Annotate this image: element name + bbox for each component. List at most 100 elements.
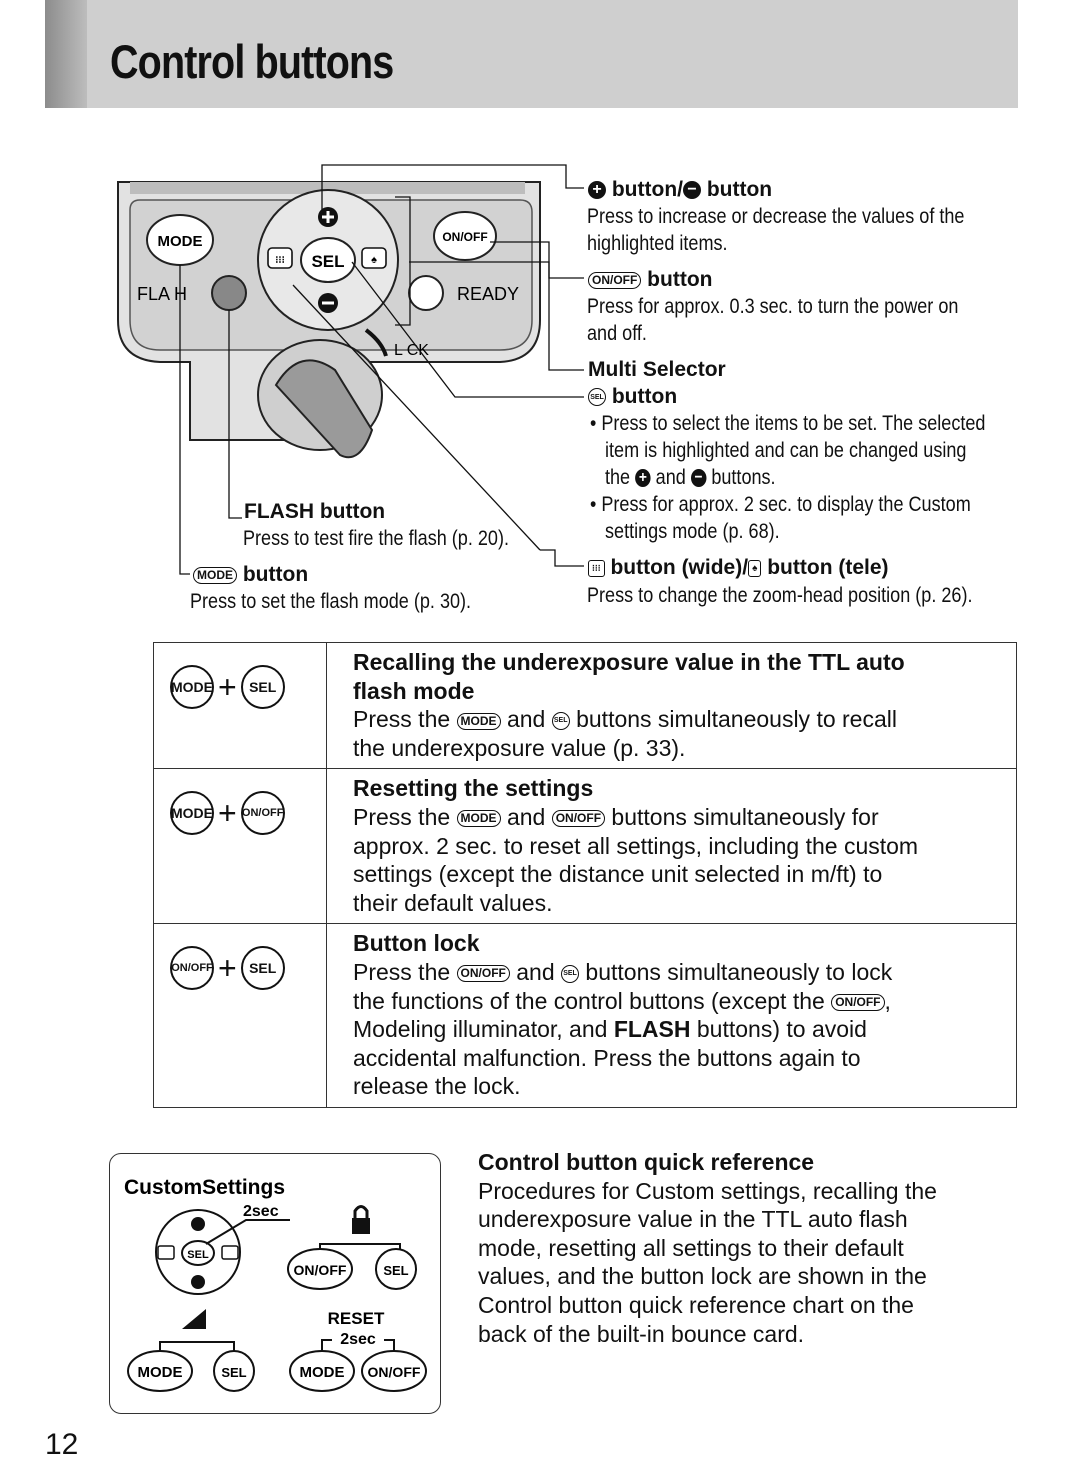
mode-pill-icon: MODE: [456, 712, 501, 730]
onoff-pill-icon: ON/OFF: [551, 810, 606, 828]
sel-circle-icon: SEL: [561, 964, 580, 983]
table-row: MODE + ON/OFF Resetting the settings Pre…: [153, 768, 1017, 925]
quick-reference-card: CustomSettings 2sec SEL ON/OFF SEL RESET…: [109, 1153, 441, 1414]
callout-plus-minus-desc-1: Press to increase or decrease the values…: [587, 205, 965, 228]
row-title: flash mode: [353, 677, 475, 704]
exposure-icon: [182, 1309, 206, 1329]
qr-onoff: ON/OFF: [294, 1262, 347, 1278]
header-band: [45, 0, 1018, 108]
callout-zoom-desc: Press to change the zoom-head position (…: [587, 584, 973, 607]
onoff-pill-icon: ON/OFF: [456, 965, 510, 983]
onoff-pill-icon: ON/OFF: [831, 993, 885, 1011]
mode-button-icon: MODE: [170, 791, 214, 836]
callout-sel-title: SEL button: [588, 385, 677, 409]
page-title: Control buttons: [110, 35, 394, 88]
button-combination-table: MODE + SEL Recalling the underexposure v…: [153, 641, 1017, 1108]
quick-reference-diagram: CustomSettings 2sec SEL ON/OFF SEL RESET…: [124, 1176, 427, 1392]
row-body-line: accidental malfunction. Press the button…: [353, 1044, 861, 1071]
sec-label: 2sec: [243, 1203, 279, 1220]
page-number: 12: [45, 1428, 79, 1461]
device-ready-label: READY: [457, 284, 519, 304]
row-body-line: approx. 2 sec. to reset all settings, in…: [353, 832, 919, 859]
quick-reference-line: underexposure value in the TTL auto flas…: [478, 1206, 908, 1233]
row-body-line: the underexposure value (p. 33).: [353, 734, 686, 761]
row-body-line: release the lock.: [353, 1073, 521, 1100]
row-body: Press the ON/OFF and SEL buttons simulta…: [353, 958, 893, 985]
svg-text:SEL: SEL: [187, 1249, 209, 1261]
row-title: Button lock: [353, 930, 480, 957]
lock-icon: [352, 1218, 370, 1234]
callout-sel-bullet1-2: item is highlighted and can be changed u…: [605, 439, 967, 462]
custom-settings-title: CustomSettings: [124, 1176, 285, 1199]
onoff-pill-icon: ON/OFF: [588, 271, 642, 289]
quick-reference-title: Control button quick reference: [478, 1149, 815, 1175]
mode-pill-icon: MODE: [456, 810, 501, 828]
callout-plus-minus-title: + button/− button: [588, 178, 772, 202]
quick-reference-line: Control button quick reference chart on …: [478, 1291, 914, 1318]
plus-icon: +: [635, 469, 651, 488]
device-onoff-label: ON/OFF: [442, 230, 487, 244]
quick-reference-line: back of the built-in bounce card.: [478, 1320, 805, 1347]
svg-text:⁝⁝⁝: ⁝⁝⁝: [275, 255, 285, 266]
callout-sel-bullet1-1: • Press to select the items to be set. T…: [590, 412, 986, 435]
zoom-tele-icon: ♠: [748, 559, 762, 577]
callout-flash-title: FLASH button: [244, 500, 386, 523]
mode-pill-icon: MODE: [193, 566, 237, 584]
callout-onoff-desc-1: Press for approx. 0.3 sec. to turn the p…: [587, 295, 959, 318]
device-flash-button: [211, 275, 247, 311]
row-body-line: Modeling illuminator, and FLASH buttons)…: [353, 1016, 867, 1043]
sel-circle-icon: SEL: [551, 712, 570, 731]
quick-reference-text: Control button quick reference Procedure…: [478, 1148, 1018, 1348]
sel-circle-icon: SEL: [588, 388, 606, 407]
callout-onoff-title: ON/OFF button: [588, 268, 712, 292]
row-body-line: their default values.: [353, 889, 553, 916]
row-body-line: the functions of the control buttons (ex…: [353, 987, 891, 1014]
device-mode-label: MODE: [158, 233, 203, 250]
qr-mode: MODE: [138, 1364, 183, 1381]
quick-reference-line: mode, resetting all settings to their de…: [478, 1234, 904, 1261]
device-sel-label: SEL: [311, 252, 344, 271]
callout-flash-desc: Press to test fire the flash (p. 20).: [243, 527, 510, 550]
row-title: Resetting the settings: [353, 775, 594, 802]
onoff-button-icon: ON/OFF: [240, 791, 285, 836]
combo-text-cell: Button lock Press the ON/OFF and SEL but…: [326, 923, 1017, 1108]
callout-sel-bullet2-2: settings mode (p. 68).: [605, 520, 780, 543]
sel-button-icon: SEL: [240, 946, 285, 991]
qr-sec2: 2sec: [340, 1331, 376, 1348]
qr-reset: RESET: [328, 1309, 385, 1328]
callout-mode-title: MODE button: [193, 563, 308, 587]
combo-text-cell: Recalling the underexposure value in the…: [326, 641, 1017, 770]
callout-sel-bullet1-3: the + and − buttons.: [605, 466, 776, 489]
callout-sel-bullet2-1: • Press for approx. 2 sec. to display th…: [590, 493, 971, 516]
sel-button-icon: SEL: [240, 665, 285, 709]
row-body-line: settings (except the distance unit selec…: [353, 861, 883, 888]
onoff-button-icon: ON/OFF: [170, 946, 214, 991]
row-title: Recalling the underexposure value in the…: [353, 649, 905, 675]
combo-icons-cell: ON/OFF + SEL: [153, 923, 327, 1108]
qr-onoff2: ON/OFF: [368, 1364, 421, 1380]
callout-plus-minus-desc-2: highlighted items.: [587, 232, 728, 255]
combo-icons-cell: MODE + ON/OFF: [153, 768, 327, 925]
table-row: ON/OFF + SEL Button lock Press the ON/OF…: [153, 923, 1017, 1108]
device-lock-label: L CK: [394, 342, 429, 359]
svg-text:♠: ♠: [371, 254, 377, 266]
flash-unit-diagram: MODE ON/OFF SEL ⁝⁝⁝ ♠ FLA H READY L CK: [117, 164, 584, 575]
callout-zoom-title: ⁝⁝⁝ button (wide)/♠ button (tele): [588, 556, 889, 580]
quick-reference-line: Procedures for Custom settings, recallin…: [478, 1177, 937, 1204]
plus-icon: +: [588, 181, 606, 200]
mode-button-icon: MODE: [170, 665, 214, 709]
row-body: Press the MODE and SEL buttons simultane…: [353, 706, 897, 733]
device-onoff-button: [433, 211, 497, 261]
qr-sel2: SEL: [221, 1365, 246, 1380]
callout-mode-desc: Press to set the flash mode (p. 30).: [190, 590, 472, 613]
quick-reference-line: values, and the button lock are shown in…: [478, 1263, 927, 1290]
combo-icons-cell: MODE + SEL: [153, 641, 327, 770]
minus-icon: −: [682, 181, 701, 200]
minus-icon: −: [690, 469, 707, 488]
device-flash-label: FLA H: [137, 284, 187, 304]
zoom-wide-icon: ⁝⁝⁝: [588, 559, 605, 577]
combo-text-cell: Resetting the settings Press the MODE an…: [326, 768, 1017, 925]
qr-mode2: MODE: [300, 1364, 345, 1381]
header-accent-strip: [45, 0, 87, 108]
row-body: Press the MODE and ON/OFF buttons simult…: [353, 803, 879, 830]
